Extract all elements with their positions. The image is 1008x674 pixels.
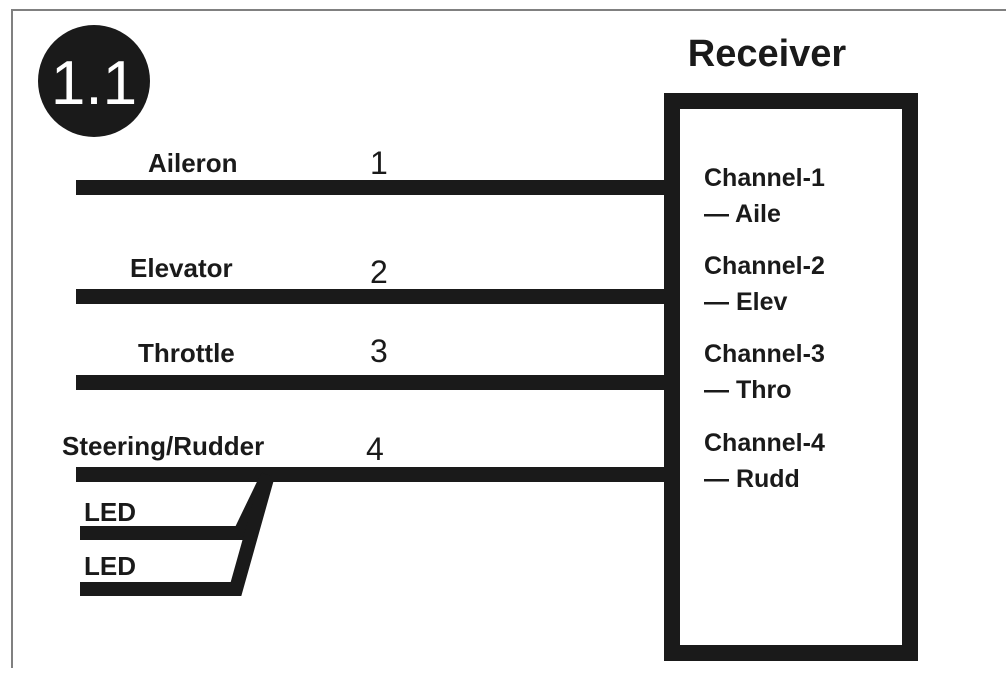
wire-number: 3 <box>370 333 388 369</box>
wire-steering-rudder: Steering/Rudder 4 <box>62 431 666 482</box>
wire-label: Elevator <box>130 253 233 283</box>
wire-number: 2 <box>370 254 388 290</box>
badge-label: 1.1 <box>51 49 137 118</box>
led-label-2: LED <box>84 551 136 581</box>
led-wire-2 <box>80 473 275 596</box>
channel-4-name: Channel-4 <box>704 429 825 457</box>
wire-number: 4 <box>366 431 384 467</box>
channel-1-abbr: — Aile <box>704 200 781 228</box>
wire-label: Throttle <box>138 338 235 368</box>
channel-1-name: Channel-1 <box>704 164 825 192</box>
wire-line <box>76 180 666 195</box>
receiver-title: Receiver <box>688 33 847 75</box>
wire-line <box>76 467 666 482</box>
channel-3-name: Channel-3 <box>704 340 825 368</box>
badge-circle <box>38 25 150 137</box>
section-badge: 1.1 <box>38 25 150 137</box>
wire-label: Steering/Rudder <box>62 431 264 461</box>
wire-line <box>76 289 666 304</box>
led-label-1: LED <box>84 497 136 527</box>
outer-frame <box>11 9 1006 668</box>
wire-elevator: Elevator 2 <box>76 253 666 304</box>
receiver: Receiver Channel-1 — Aile Channel-2 — El… <box>664 33 918 661</box>
receiver-box <box>664 93 918 661</box>
wire-label: Aileron <box>148 148 238 178</box>
channel-4-abbr: — Rudd <box>704 465 800 493</box>
channel-2-name: Channel-2 <box>704 252 825 280</box>
wire-line <box>76 375 666 390</box>
wire-aileron: Aileron 1 <box>76 145 666 195</box>
wire-number: 1 <box>370 145 388 181</box>
led-branch: LED LED <box>80 471 275 596</box>
channel-2-abbr: — Elev <box>704 288 787 316</box>
channel-3-abbr: — Thro <box>704 376 792 404</box>
wire-throttle: Throttle 3 <box>76 333 666 390</box>
